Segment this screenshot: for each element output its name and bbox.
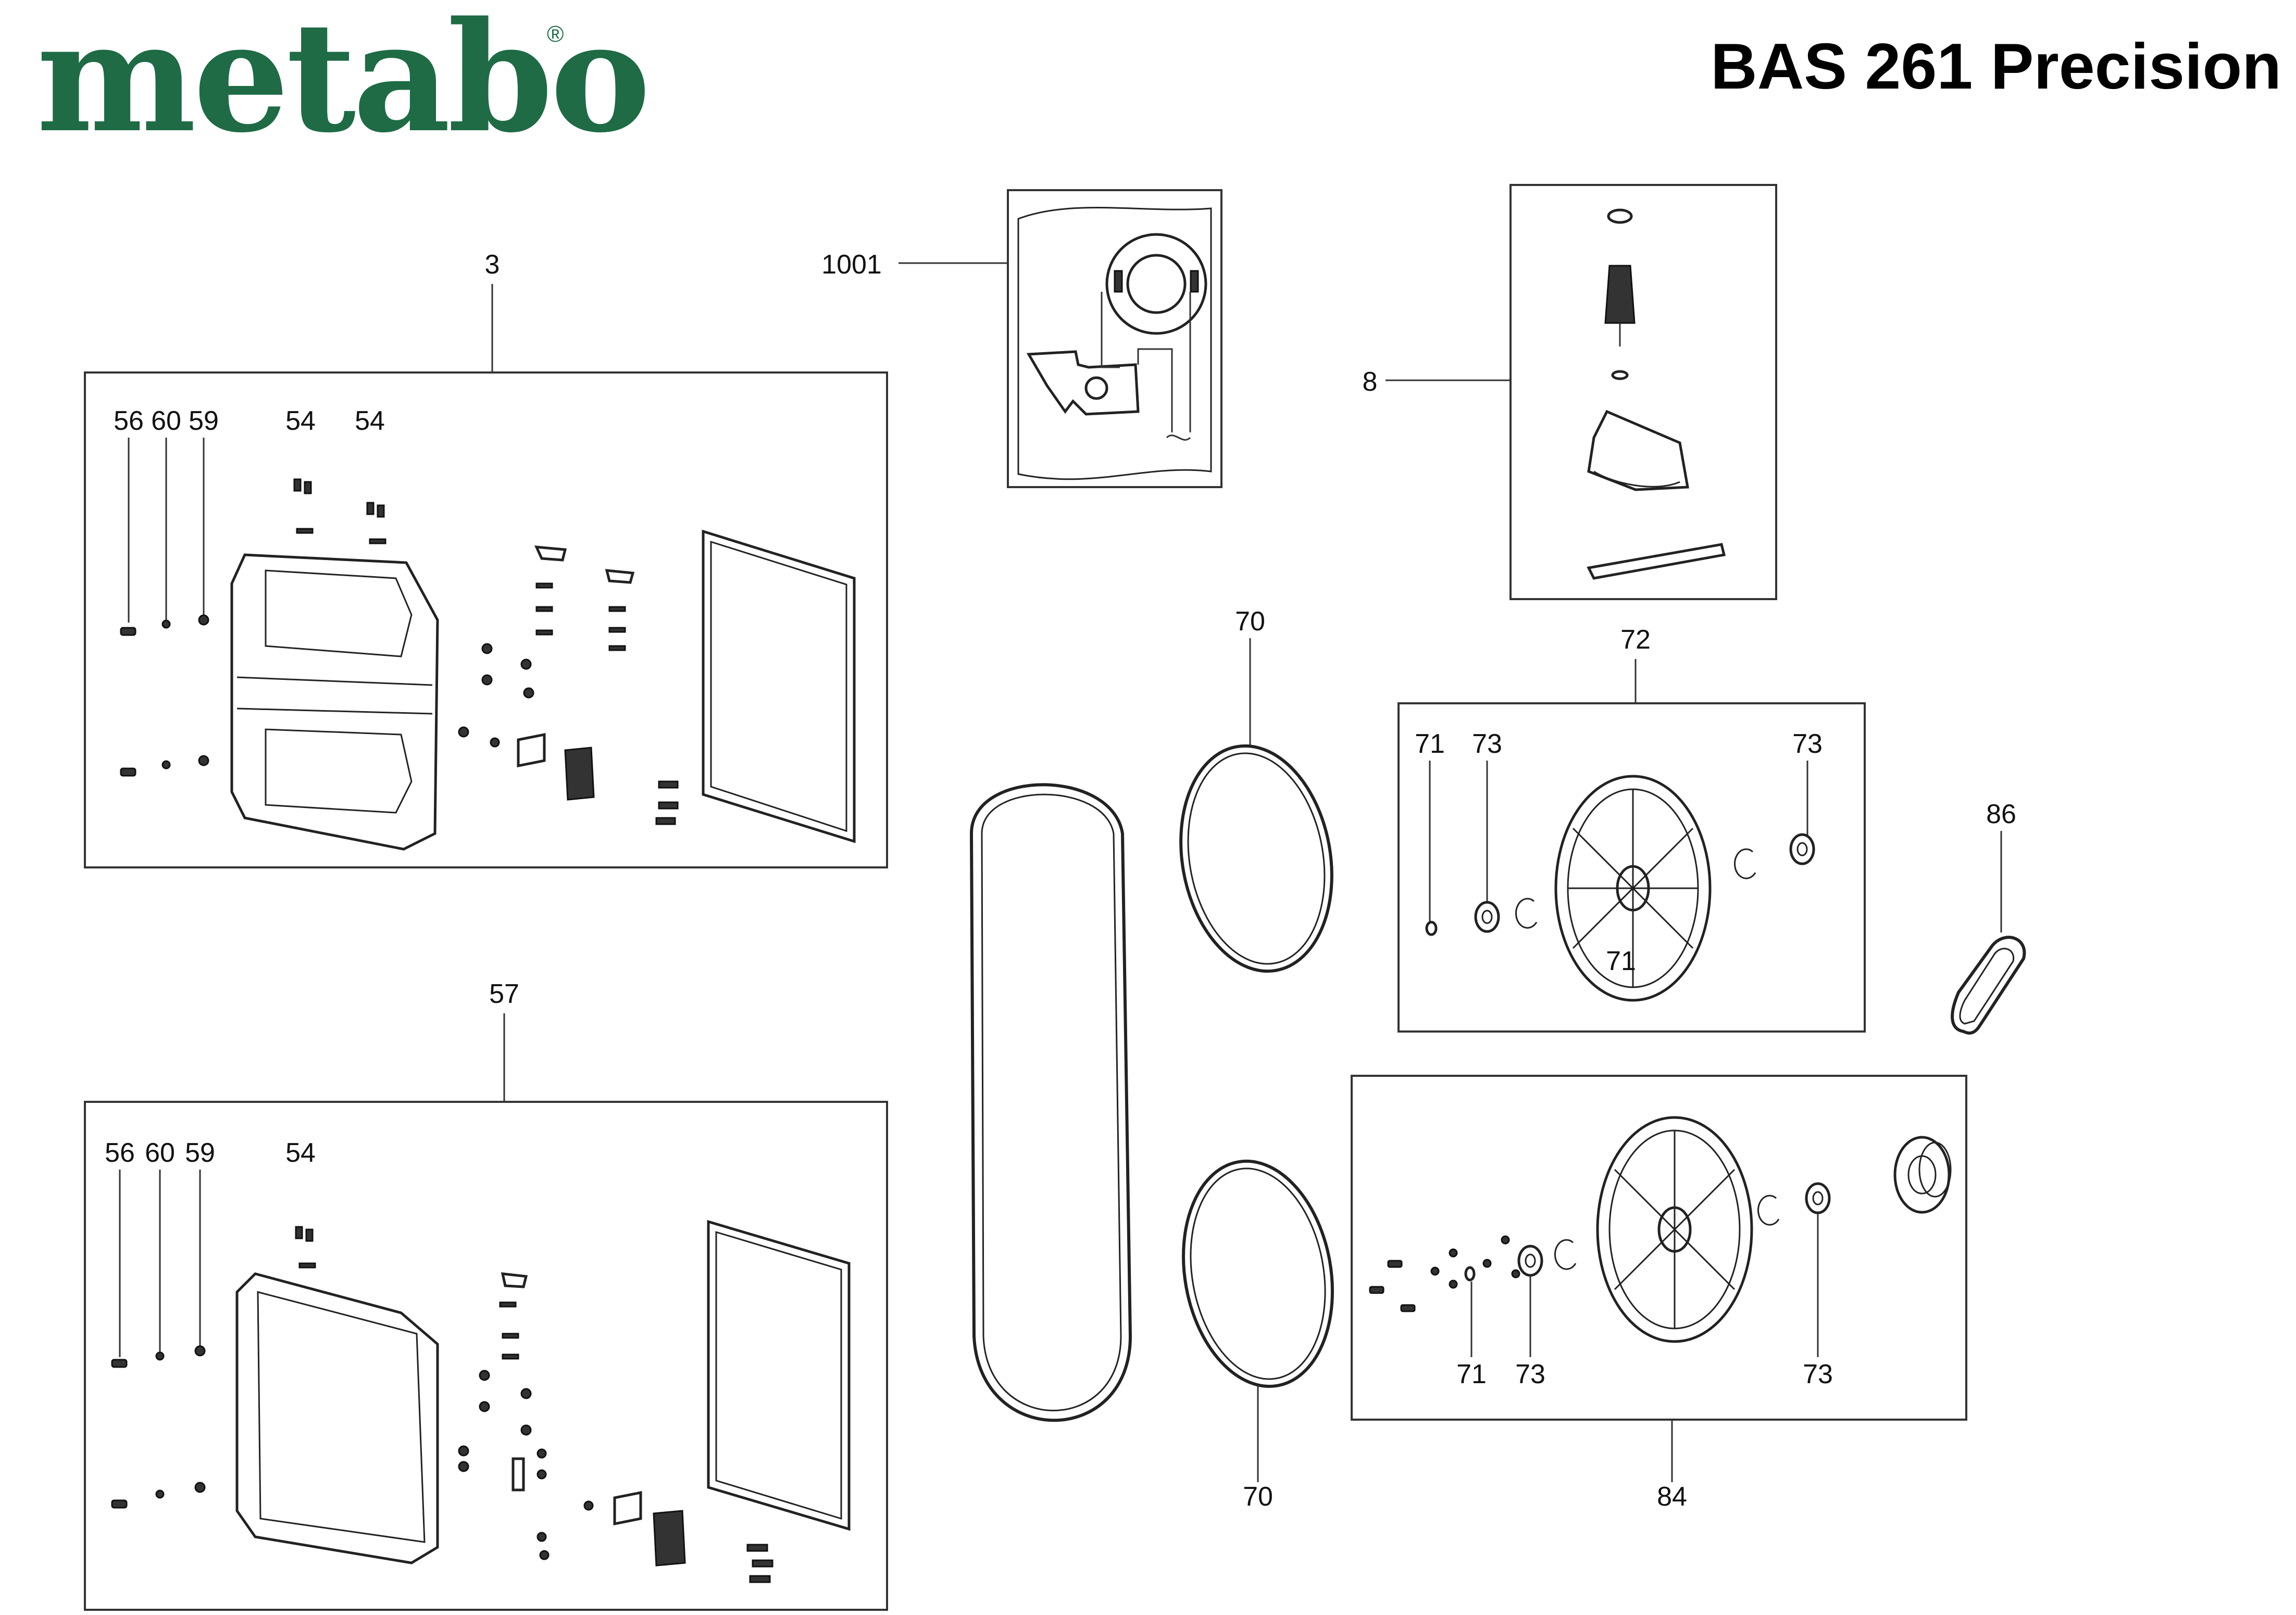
callout-54: 54	[285, 1138, 316, 1168]
fasteners-left	[120, 478, 386, 777]
group-1001-switch: 1001	[821, 189, 1222, 488]
callout-73: 73	[1472, 729, 1502, 759]
group-8-label: 8	[1363, 367, 1378, 397]
group-1001-frame	[1007, 189, 1222, 488]
mounting-parts-upper	[458, 545, 679, 825]
callout-60: 60	[151, 406, 181, 436]
group-84-label: 84	[1657, 1482, 1687, 1512]
washer	[1611, 370, 1629, 380]
switch-screw	[1084, 376, 1108, 400]
nut	[1607, 208, 1633, 224]
callout-70: 70	[1243, 1482, 1273, 1512]
group-8-frame	[1509, 184, 1777, 600]
callout-71: 71	[1415, 729, 1445, 759]
wheel-72	[1554, 775, 1712, 1002]
switch-body	[1026, 350, 1140, 416]
callout-60: 60	[145, 1138, 175, 1168]
angle-plate	[1587, 409, 1689, 491]
tire-lower: 70	[1182, 1159, 1334, 1512]
callout-86: 86	[1986, 799, 2016, 829]
callout-73: 73	[1515, 1359, 1545, 1389]
group-57-lower-cover: 57 56 60 59 54	[84, 979, 888, 1611]
group-72-upper-wheel: 72 71 73 73 71	[1397, 625, 1866, 1033]
group-3-upper-cover: 3 56 60 59 54 54	[84, 250, 888, 868]
callout-70: 70	[1235, 606, 1265, 637]
group-3-label: 3	[485, 250, 500, 280]
group-84-frame	[1351, 1075, 1967, 1421]
window-panel-lower	[707, 1220, 851, 1531]
callout-56: 56	[105, 1138, 135, 1168]
callout-71: 71	[1456, 1359, 1487, 1389]
ac-symbol	[1166, 434, 1191, 441]
knob	[1604, 265, 1636, 324]
housing-outline	[1017, 207, 1212, 480]
fasteners-left	[111, 1226, 316, 1509]
wheel-84	[1596, 1116, 1753, 1343]
callout-54: 54	[355, 406, 385, 436]
group-1001-label: 1001	[821, 250, 882, 280]
callout-54: 54	[285, 406, 316, 436]
group-8-guide: 8	[1363, 184, 1777, 600]
drive-belt-86: 86	[1951, 799, 2026, 1035]
mounting-parts-lower	[458, 1272, 773, 1583]
window-panel-upper	[702, 529, 856, 843]
group-72-label: 72	[1620, 625, 1651, 655]
saw-blade	[969, 783, 1132, 1422]
motor-terminal-inner	[1126, 254, 1187, 314]
group-84-lower-wheel: 71 73 73 84	[1351, 1075, 1967, 1512]
callout-73: 73	[1803, 1359, 1833, 1389]
callout-59: 59	[185, 1138, 215, 1168]
fasteners-84	[1369, 1235, 1520, 1312]
tire-upper: 70	[1179, 606, 1333, 973]
registered-mark: ®	[547, 21, 564, 47]
guide-rail	[1587, 543, 1726, 580]
callout-59: 59	[189, 406, 219, 436]
pulley-flange	[1893, 1136, 1952, 1214]
callout-73: 73	[1792, 729, 1823, 759]
callout-71: 71	[1606, 946, 1636, 976]
model-title: BAS 261 Precision	[1711, 31, 2281, 103]
callout-56: 56	[114, 406, 144, 436]
group-72-frame	[1397, 702, 1866, 1033]
group-3-frame	[84, 371, 888, 868]
group-57-label: 57	[489, 979, 519, 1009]
wheel-cover-upper	[230, 553, 439, 851]
metabo-logo: metabo ®	[36, 0, 651, 166]
wheel-cover-lower	[235, 1272, 439, 1564]
brand-logo-text: metabo	[36, 0, 647, 166]
group-57-frame	[84, 1101, 888, 1611]
